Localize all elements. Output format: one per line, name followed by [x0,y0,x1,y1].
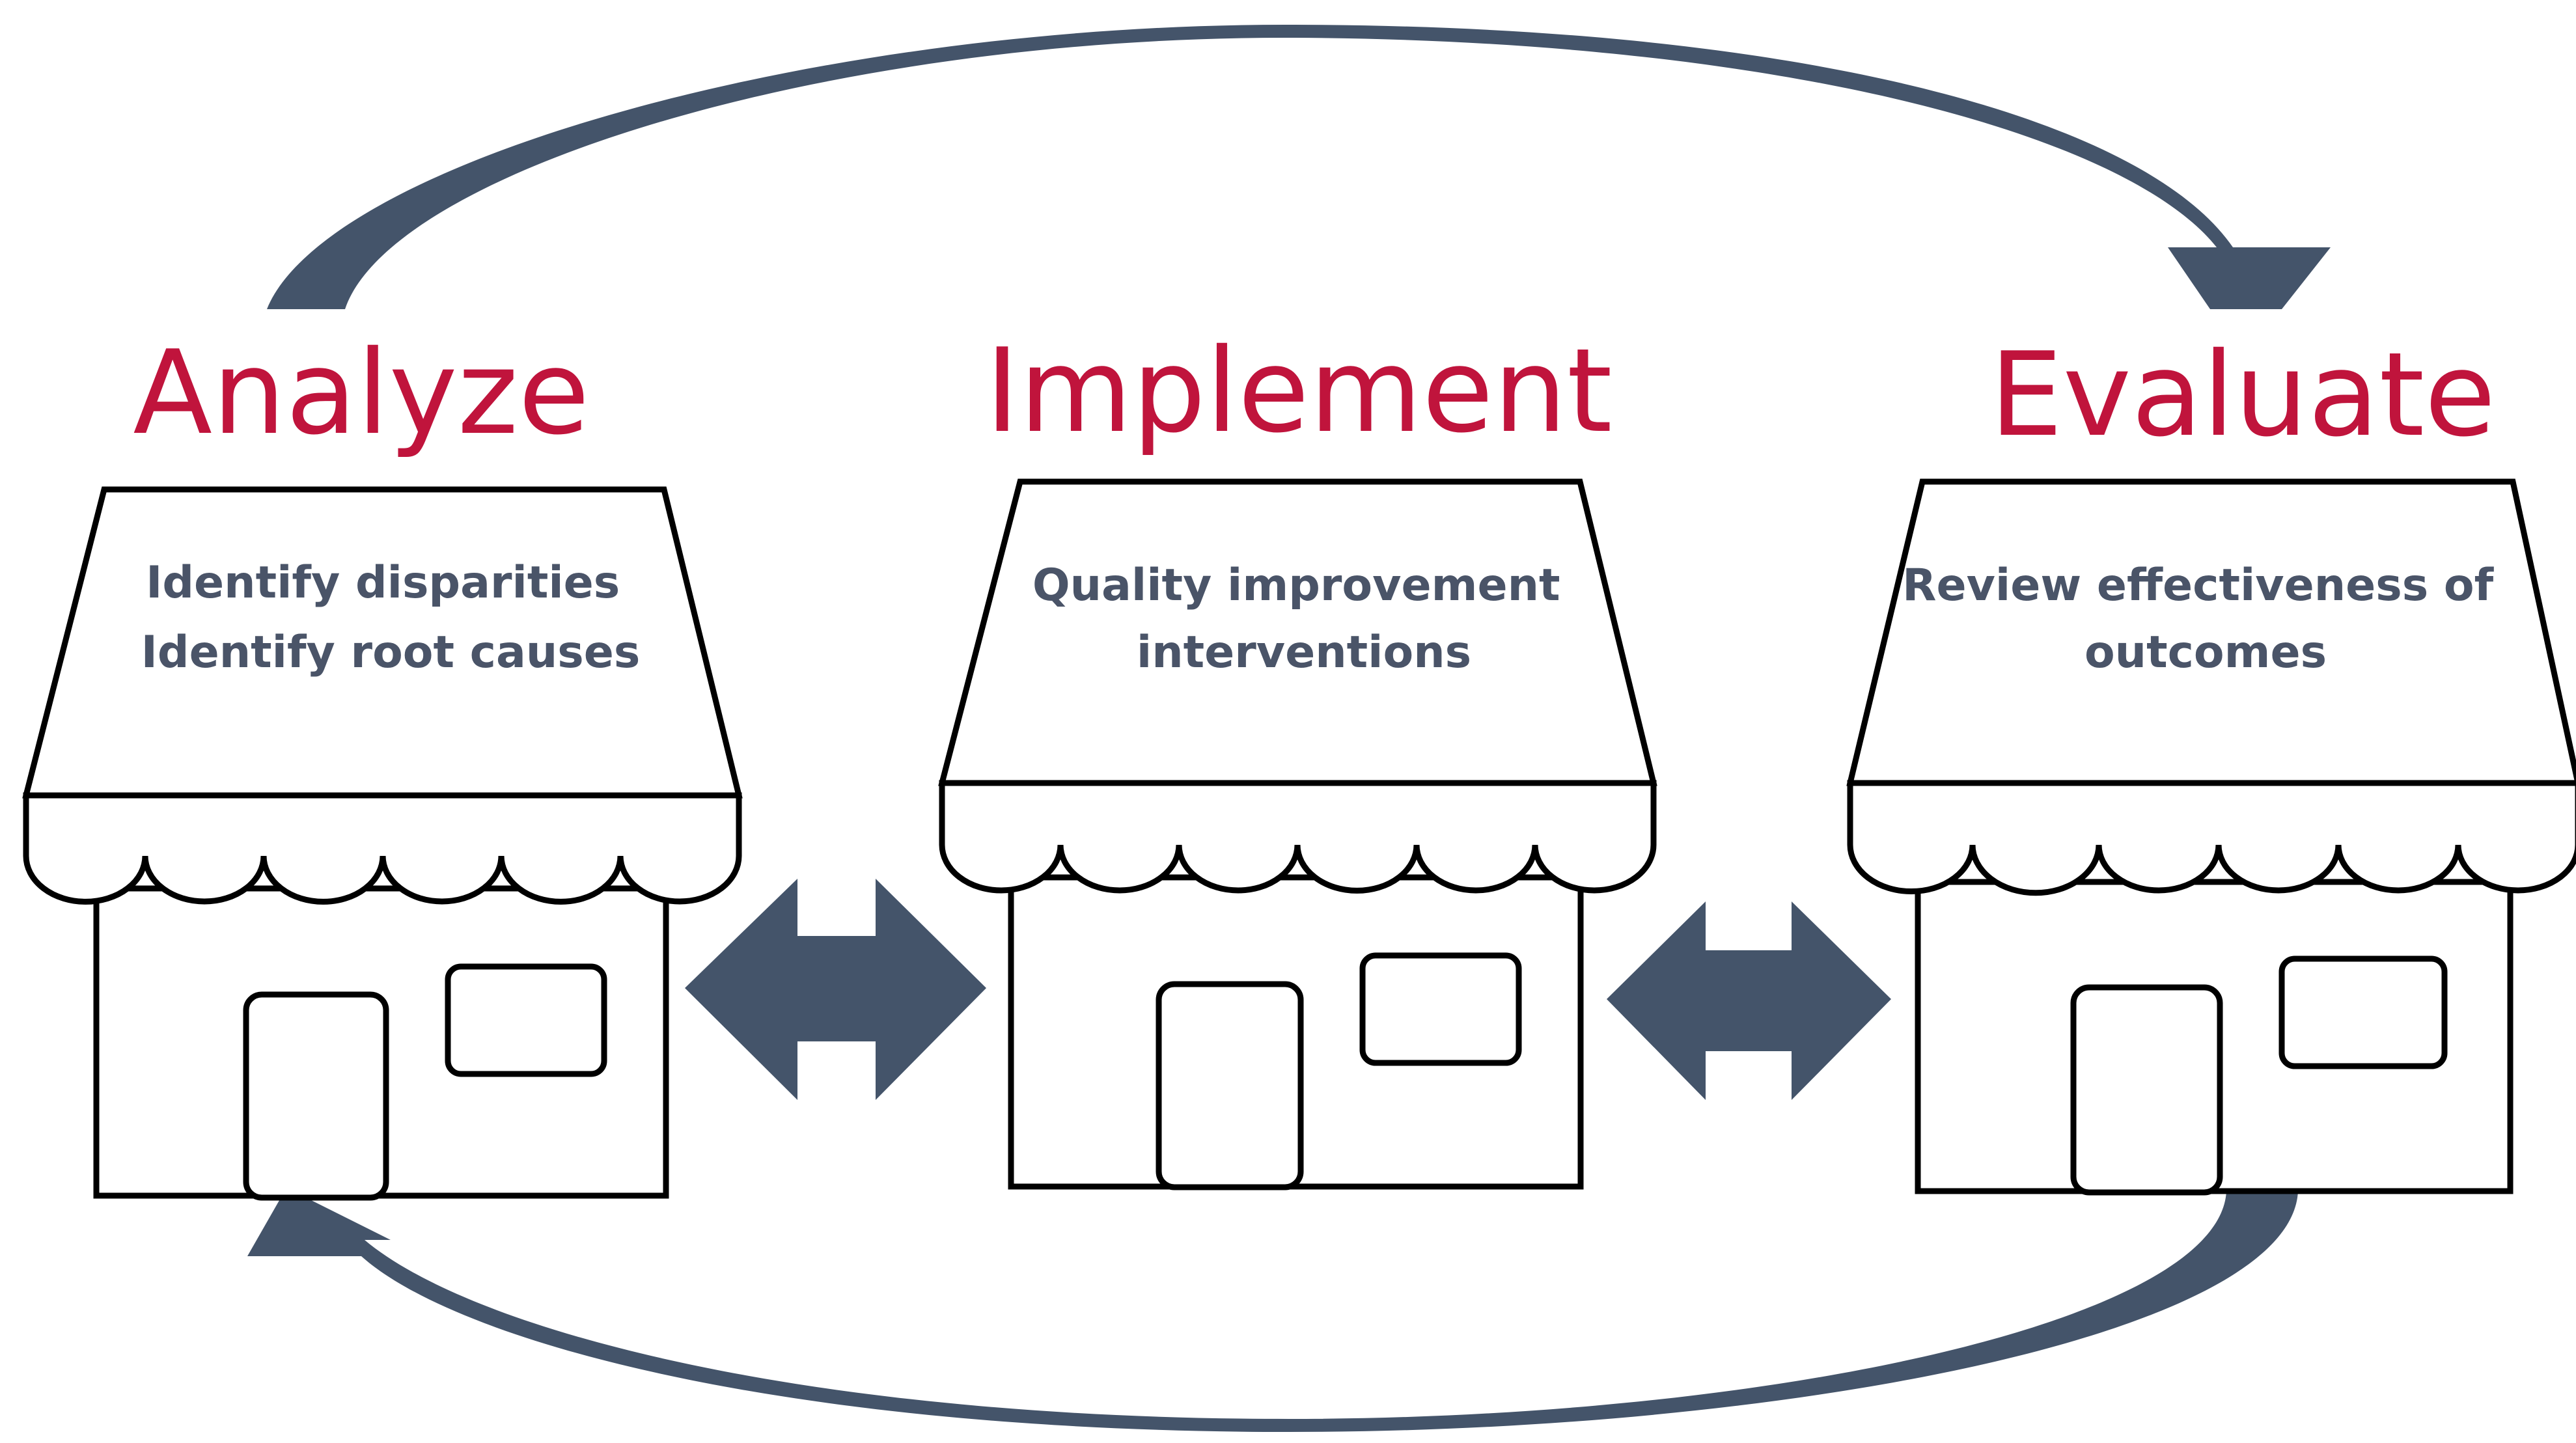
double-arrow-implement-evaluate-icon [1607,901,1891,1100]
awning-line-2: interventions [1137,627,1471,678]
bottom-cycle-arrow-icon [247,1188,2298,1432]
stage-implement: Implement Quality improvement interventi… [938,323,1657,1190]
store-icon-evaluate [1846,478,2576,1196]
awning-line-1: Identify disparities [146,557,620,609]
awning-text-implement: Quality improvement interventions [1032,560,1575,678]
store-icon-implement [938,478,1657,1190]
awning-text-analyze: Identify disparities Identify root cause… [141,557,641,678]
stage-analyze: Analyze Identify disparities Identify ro… [22,325,743,1201]
awning-line-1: Quality improvement [1032,560,1560,611]
stage-evaluate: Evaluate Review effectiveness of outcome… [1846,327,2576,1196]
awning-line-2: outcomes [2084,627,2327,678]
store-icon-analyze [22,486,743,1201]
awning-line-1: Review effectiveness of [1902,560,2494,611]
stage-title-evaluate: Evaluate [1989,327,2496,462]
double-arrow-analyze-implement-icon [685,879,986,1100]
top-cycle-arrow-icon [267,24,2331,309]
awning-text-evaluate: Review effectiveness of outcomes [1902,560,2509,678]
stage-title-implement: Implement [985,323,1612,458]
stage-title-analyze: Analyze [133,325,589,460]
awning-line-2: Identify root causes [141,627,641,678]
